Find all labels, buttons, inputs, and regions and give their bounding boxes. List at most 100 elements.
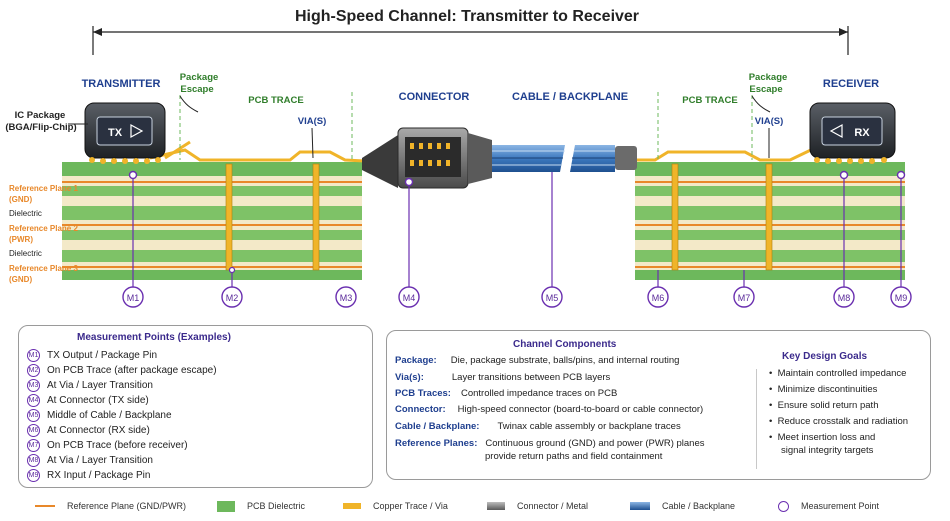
goal-text: Reduce crosstalk and radiation	[777, 416, 909, 427]
component-row: Cable / Backplane: Twinax cable assembly …	[395, 421, 681, 432]
receiver-label: RECEIVER	[823, 78, 879, 90]
measurement-badge: M6	[27, 423, 40, 437]
tx-chip	[84, 102, 166, 164]
measurement-text: Middle of Cable / Backplane	[47, 409, 172, 421]
measurement-item: M7 On PCB Trace (before receiver)	[27, 438, 188, 452]
marker-m9: M9	[890, 170, 912, 308]
rx-chip	[809, 102, 896, 164]
connector	[362, 127, 492, 189]
key-design-goals-title: Key Design Goals	[782, 351, 868, 362]
measurement-text: At Via / Layer Transition	[47, 379, 153, 391]
ref-plane-2-label-a: Reference Plane 2	[9, 224, 78, 233]
cable-bundle	[492, 145, 637, 172]
dielectric-1-label: Dielectric	[9, 209, 42, 218]
legend-copper: Copper Trace / Via	[343, 496, 448, 516]
ref-plane-1-label-b: (GND)	[9, 195, 32, 204]
component-desc: High-speed connector (board-to-board or …	[457, 404, 704, 415]
measurement-item: M2 On PCB Trace (after package escape)	[27, 363, 217, 377]
component-row-continued: provide return paths and field containme…	[485, 451, 663, 462]
marker-m1-label: M1	[127, 293, 140, 303]
marker-m7-label: M7	[738, 293, 751, 303]
component-desc: Layer transitions between PCB layers	[451, 372, 611, 383]
channel-components-panel: Channel Components Package:Die, package …	[386, 330, 931, 480]
measurement-item: M4 At Connector (TX side)	[27, 393, 149, 407]
measurement-text: RX Input / Package Pin	[47, 469, 151, 481]
measurement-badge: M4	[27, 393, 40, 407]
package-escape-left-1: Package	[180, 72, 219, 83]
marker-m5-label: M5	[546, 293, 559, 303]
marker-m6-label: M6	[652, 293, 665, 303]
legend-dielectric: PCB Dielectric	[217, 496, 305, 516]
ic-package-label-2: (BGA/Flip-Chip)	[5, 122, 76, 133]
pcb-trace-right-label: PCB TRACE	[682, 95, 737, 106]
component-desc: Twinax cable assembly or backplane trace…	[497, 421, 681, 432]
marker-m3: M3	[335, 286, 357, 308]
section-dividers	[179, 92, 753, 160]
measurement-text: At Connector (TX side)	[47, 394, 149, 406]
connector-label: CONNECTOR	[399, 91, 470, 103]
vias-left-label: VIA(S)	[298, 116, 327, 127]
measurement-text: At Via / Layer Transition	[47, 454, 153, 466]
ref-plane-2-label-b: (PWR)	[9, 235, 33, 244]
goal-item: • Meet insertion loss and	[769, 432, 876, 443]
marker-m5: M5	[541, 172, 563, 308]
goal-text: Maintain controlled impedance	[777, 368, 907, 379]
layer-labels: Reference Plane 1 (GND) Dielectric Refer…	[9, 184, 78, 284]
marker-m2: M2	[221, 266, 243, 308]
goal-text: Ensure solid return path	[777, 400, 879, 411]
measurement-text: On PCB Trace (after package escape)	[47, 364, 217, 376]
ref-plane-3-label-b: (GND)	[9, 275, 32, 284]
measurement-badge: M2	[27, 363, 40, 377]
legend-swatch-dielectric	[217, 500, 235, 512]
component-term: Via(s):	[395, 372, 424, 383]
marker-m2-label: M2	[226, 293, 239, 303]
legend-label: Connector / Metal	[517, 501, 589, 511]
left-pcb	[62, 162, 362, 280]
measurement-text: At Connector (RX side)	[47, 424, 150, 436]
legend-swatch-ref-plane	[35, 505, 55, 507]
marker-m4-label: M4	[403, 293, 416, 303]
rx-label: RX	[854, 127, 870, 139]
package-escape-right-2: Escape	[749, 84, 782, 95]
legend-label: Measurement Point	[801, 501, 880, 511]
ic-package-label-1: IC Package	[15, 110, 66, 121]
measurement-item: M3 At Via / Layer Transition	[27, 378, 153, 392]
component-row: Reference Planes:Continuous ground (GND)…	[395, 438, 705, 449]
marker-m3-label: M3	[340, 293, 353, 303]
marker-m7: M7	[733, 270, 755, 308]
legend-label: Cable / Backplane	[662, 501, 736, 511]
goal-text: Meet insertion loss and	[777, 432, 876, 443]
package-escape-right-1: Package	[749, 72, 788, 83]
component-term: Cable / Backplane:	[395, 421, 480, 432]
goal-item: • Reduce crosstalk and radiation	[769, 416, 909, 427]
copper-traces	[149, 140, 816, 164]
ref-plane-1-label-a: Reference Plane 1	[9, 184, 78, 193]
component-row: PCB Traces: Controlled impedance traces o…	[395, 388, 617, 399]
diagram-title: High-Speed Channel: Transmitter to Recei…	[295, 8, 639, 25]
marker-m1: M1	[122, 170, 144, 308]
measurement-points-title: Measurement Points (Examples)	[77, 332, 231, 343]
component-term: PCB Traces:	[395, 388, 451, 399]
legend-ref-plane: Reference Plane (GND/PWR)	[35, 496, 186, 516]
legend-label: Reference Plane (GND/PWR)	[67, 501, 187, 511]
component-desc: Continuous ground (GND) and power (PWR) …	[485, 438, 705, 449]
goal-item: • Maintain controlled impedance	[769, 368, 907, 379]
measurement-badge: M3	[27, 378, 40, 392]
package-escape-left-2: Escape	[180, 84, 213, 95]
marker-m6: M6	[647, 270, 669, 308]
measurement-text: TX Output / Package Pin	[47, 349, 158, 361]
legend-measurement: Measurement Point	[778, 496, 879, 516]
measurement-badge: M7	[27, 438, 40, 452]
measurement-badge: M8	[27, 453, 40, 467]
component-desc: Controlled impedance traces on PCB	[460, 388, 618, 399]
legend-swatch-copper	[343, 503, 361, 509]
goal-item-continued: signal integrity targets	[781, 445, 874, 456]
legend-cable: Cable / Backplane	[630, 496, 735, 516]
measurement-text: On PCB Trace (before receiver)	[47, 439, 188, 451]
goals-divider	[756, 369, 757, 469]
component-row: Package:Die, package substrate, balls/pi…	[395, 355, 679, 366]
legend-label: Copper Trace / Via	[373, 501, 448, 511]
